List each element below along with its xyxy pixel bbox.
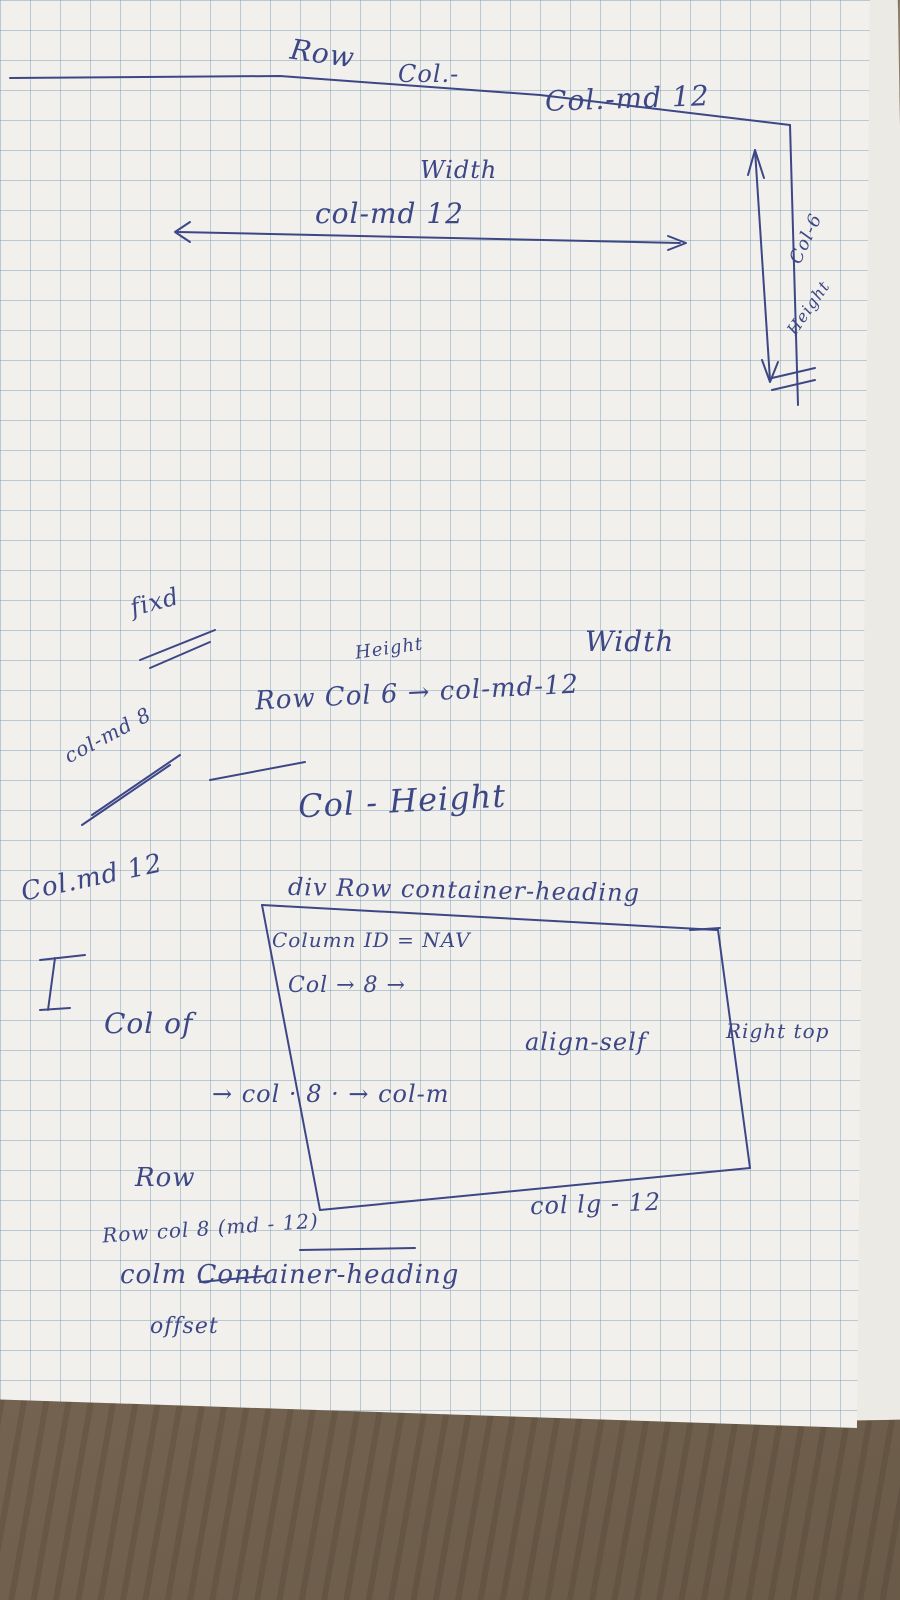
note-col-md-12-left: Col.md 12 <box>18 848 166 908</box>
note-col-8-col-m: → col · 8 · → col-m <box>212 1080 450 1108</box>
box-left-line <box>261 904 321 1211</box>
note-div-row: div Row container-heading <box>287 872 641 908</box>
note-col-of: Col of <box>104 1007 194 1040</box>
fixed-arrow-1b <box>149 641 211 669</box>
note-top-row: Row <box>288 32 357 75</box>
note-align-self: align-self <box>525 1028 647 1056</box>
width-arrow-left-head <box>174 221 191 243</box>
hash-mark-1 <box>771 367 816 379</box>
box-bottom-line <box>319 1167 751 1211</box>
note-col-height: Col - Height <box>297 776 508 826</box>
colm-underline <box>199 1275 266 1283</box>
top-divider-line <box>9 75 791 126</box>
t-glyph-stem <box>47 957 56 1011</box>
note-row-col-line: Row Col 6 → col-md-12 <box>254 669 580 717</box>
note-col-md-12-arrow: col-md 12 <box>315 197 464 230</box>
note-fixed: fixd <box>127 582 183 622</box>
note-col-lg: col lg - 12 <box>529 1187 662 1221</box>
box-right-line <box>717 929 751 1169</box>
note-offset: offset <box>150 1314 219 1339</box>
note-top-col: Col.- <box>398 60 460 88</box>
note-row-col-md: Row col 8 (md - 12) <box>101 1208 320 1248</box>
fixed-arrow-2 <box>91 754 181 816</box>
note-height-1: Height <box>782 277 834 339</box>
right-border-line <box>789 124 799 406</box>
hash-mark-2 <box>771 379 816 391</box>
note-right-top: Right top <box>726 1019 830 1043</box>
note-colm-container: colm Container-heading <box>120 1260 460 1290</box>
note-width-1: Width <box>420 156 498 184</box>
note-row-mark: Row <box>135 1163 196 1193</box>
note-col-6: Col-6 <box>785 210 827 268</box>
t-glyph-top <box>39 954 86 961</box>
note-column-id: Column ID = NAV <box>272 928 471 952</box>
height-arrow-line <box>754 149 771 381</box>
note-col-8-arrow: Col → 8 → <box>288 973 406 998</box>
fixed-arrow-1 <box>139 629 216 661</box>
row-underline <box>209 761 306 781</box>
box-corner-hook <box>689 927 721 931</box>
note-top-col-md: Col.-md 12 <box>544 79 711 118</box>
t-glyph-base <box>39 1007 71 1011</box>
md12-underline <box>299 1247 416 1251</box>
note-height-2: Height <box>353 633 425 664</box>
width-arrow-right-head <box>667 235 687 251</box>
fixed-arrow-2b <box>81 764 171 826</box>
height-arrow-bottom-head <box>761 359 779 383</box>
note-width-2: Width <box>585 625 675 658</box>
box-top-line <box>261 904 719 931</box>
height-arrow-top-head <box>747 149 765 179</box>
width-arrow-line <box>177 231 681 244</box>
note-col-md-8: col-md 8 <box>59 702 156 768</box>
